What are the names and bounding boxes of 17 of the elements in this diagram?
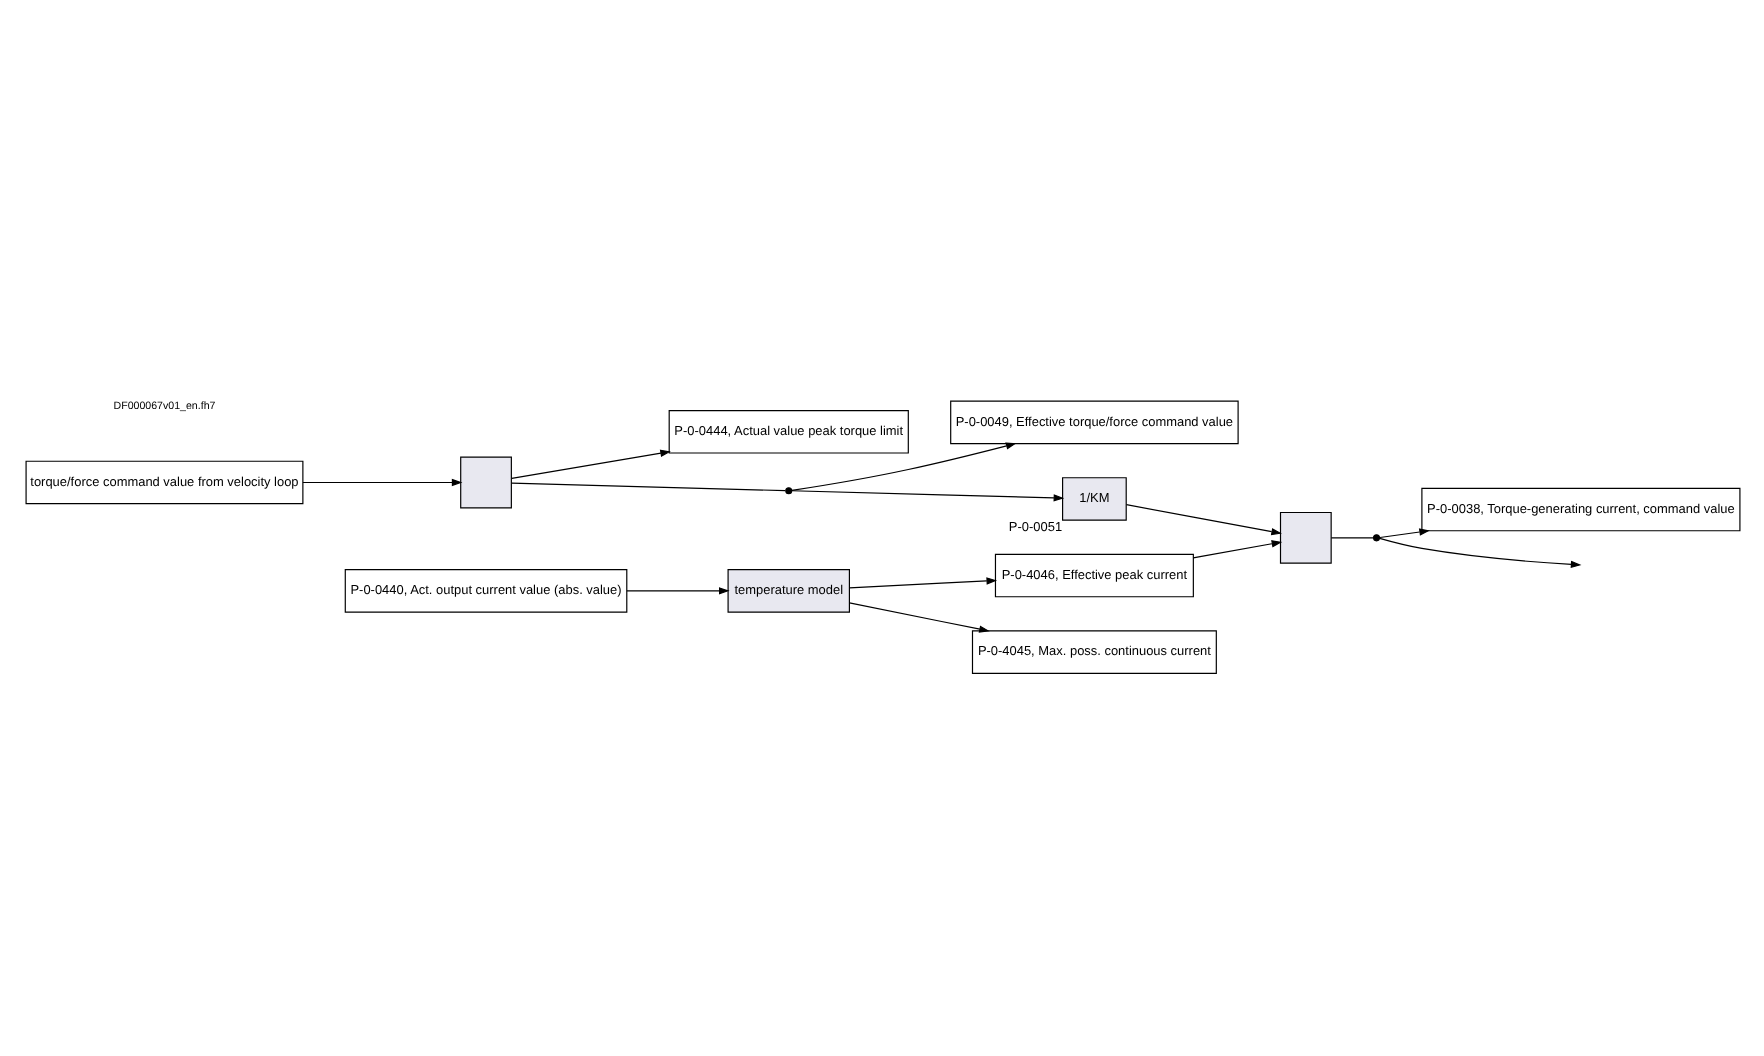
node-circle xyxy=(784,486,792,494)
arrow xyxy=(625,586,729,594)
arrow xyxy=(1378,536,1581,568)
arrow xyxy=(790,489,1064,501)
connector xyxy=(1329,536,1373,538)
arrow xyxy=(847,601,989,632)
arrow xyxy=(1191,539,1282,558)
node-box xyxy=(1278,510,1331,563)
node-box xyxy=(459,455,511,508)
node-circle xyxy=(1371,533,1380,541)
arrow xyxy=(847,576,997,588)
connector xyxy=(510,481,785,491)
arrow xyxy=(790,441,1016,490)
arrow xyxy=(1124,503,1281,535)
arrow xyxy=(510,448,670,478)
arrow xyxy=(1378,527,1429,538)
arrow xyxy=(301,477,462,486)
